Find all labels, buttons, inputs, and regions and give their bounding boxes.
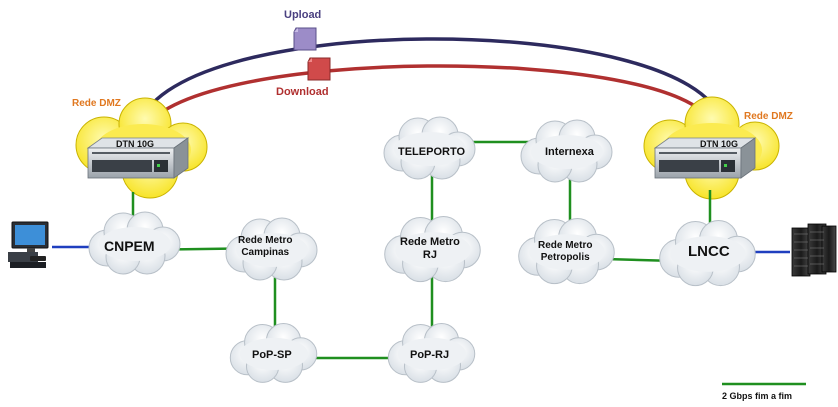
cloud-pop-sp [229,323,318,383]
upload-label: Upload [284,9,322,21]
legend-label: 2 Gbps fim a fim [722,391,793,401]
cloud-metro-rj [384,216,481,283]
node-metro-campinas-line1: Rede Metro [238,235,293,246]
node-lncc: LNCC [688,243,730,260]
node-metro-rj: Rede Metro RJ [400,236,460,261]
cloud-pop-rj [387,323,476,383]
upload-arc [131,37,728,139]
cloud-cnpem [88,211,181,275]
node-pop-sp: PoP-SP [252,349,292,361]
server-rack-icon [791,223,837,277]
cloud-metro-petropolis [518,218,615,285]
node-cnpem: CNPEM [104,238,155,254]
node-teleporto: TELEPORTO [398,146,466,158]
node-metro-rj-line2: RJ [422,248,437,261]
node-metro-campinas-line2: Campinas [241,246,290,258]
dtn-server-left [86,137,190,179]
dtn-right-label: DTN 10G [700,139,739,149]
dmz-label-left: Rede DMZ [72,98,121,109]
node-metro-rj-line1: Rede Metro [400,236,460,248]
workstation-icon [8,221,49,268]
cloud-metro-campinas [225,217,318,281]
node-pop-rj: PoP-RJ [410,349,450,361]
dtn-left-label: DTN 10G [116,139,155,149]
node-metro-petropolis-line2: Petropolis [540,251,590,263]
node-metro-petropolis-line1: Rede Metro [538,240,593,251]
cloud-lncc [659,220,756,287]
node-metro-campinas: Rede Metro Campinas [238,235,292,258]
node-metro-petropolis: Rede Metro Petropolis [538,240,592,263]
dmz-label-right: Rede DMZ [744,111,793,122]
upload-file-icon [293,27,317,51]
cloud-teleporto [383,116,476,180]
cloud-internexa [520,119,613,183]
network-clouds [88,116,756,383]
node-internexa: Internexa [545,146,594,158]
download-file-icon [307,57,331,81]
download-label: Download [276,86,329,98]
dtn-server-right [653,137,757,179]
download-arc [136,64,717,143]
